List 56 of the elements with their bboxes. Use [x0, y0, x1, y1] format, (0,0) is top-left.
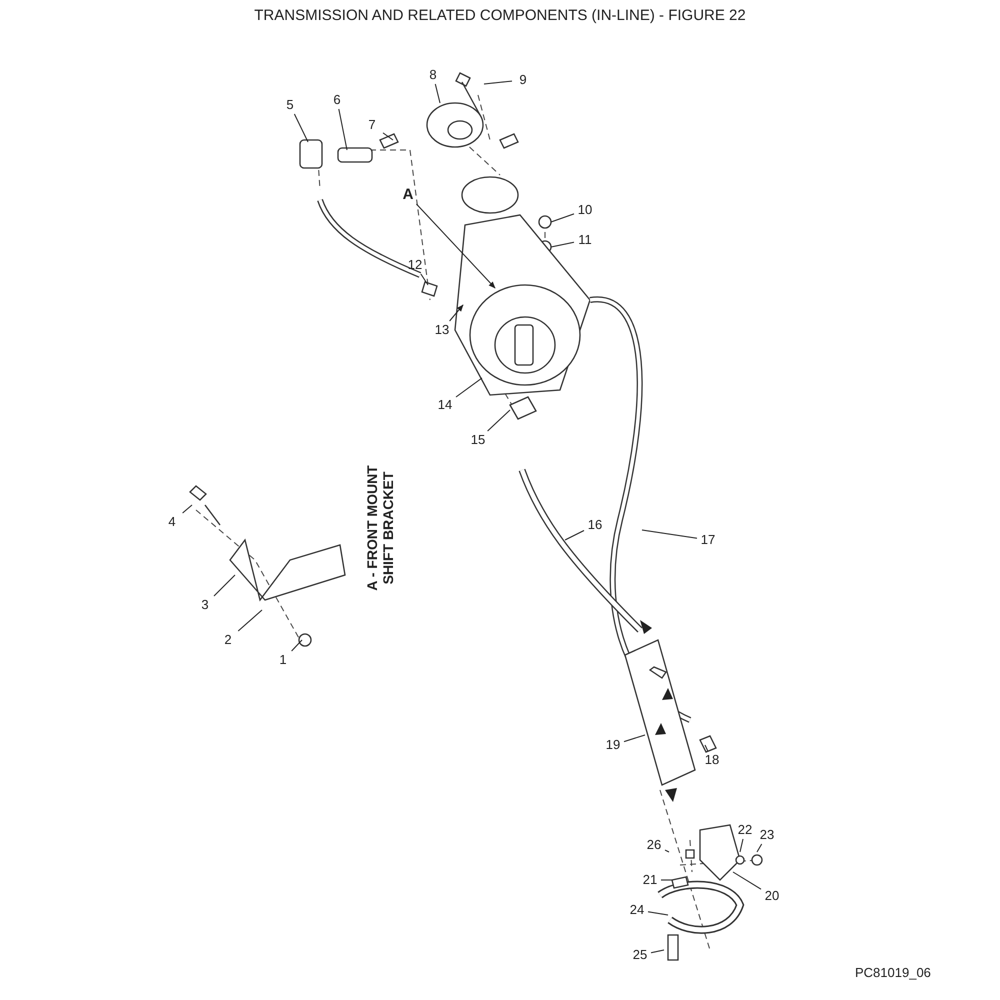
callout-number: 8 [423, 67, 443, 83]
leader-line [214, 574, 236, 596]
callout-number: 17 [698, 532, 718, 548]
leader-line [550, 213, 574, 222]
leader-line [487, 410, 510, 432]
leader-line [648, 911, 668, 916]
leader-line [238, 610, 262, 632]
leader-line [550, 242, 574, 248]
callout-number: 13 [432, 322, 452, 338]
callout-number: 7 [362, 117, 382, 133]
leader-line [456, 378, 482, 398]
leader-arrow [416, 204, 496, 288]
leader-line [420, 274, 428, 286]
callout-number: 20 [762, 888, 782, 904]
callout-number: 25 [630, 947, 650, 963]
figure-code: PC81019_06 [855, 965, 931, 981]
leader-line [704, 744, 708, 752]
leader-line [642, 530, 698, 539]
leader-line [564, 530, 584, 540]
callout-number: 26 [644, 837, 664, 853]
callout-number: 22 [735, 822, 755, 838]
leader-line [382, 132, 394, 140]
callout-number: 14 [435, 397, 455, 413]
callout-number: 21 [640, 872, 660, 888]
callout-number: 23 [757, 827, 777, 843]
leader-line [434, 84, 440, 104]
callout-number: 4 [162, 514, 182, 530]
leader-line [650, 950, 664, 954]
leader-line [182, 504, 192, 514]
callout-number: 24 [627, 902, 647, 918]
callout-number: 15 [468, 432, 488, 448]
callout-number: 2 [218, 632, 238, 648]
leader-line [484, 80, 512, 84]
callout-number: 12 [405, 257, 425, 273]
callout-number: 9 [513, 72, 533, 88]
leader-line [756, 844, 762, 852]
leader-line [624, 734, 646, 742]
leader-line [294, 114, 308, 142]
callout-number: 16 [585, 517, 605, 533]
figure-title: TRANSMISSION AND RELATED COMPONENTS (IN-LINE) - FIGURE 22 [253, 8, 747, 24]
callout-number: 11 [575, 232, 595, 248]
callout-number: A [398, 187, 418, 203]
callout-number: 5 [280, 97, 300, 113]
leader-line [291, 640, 302, 652]
callout-number: 1 [273, 652, 293, 668]
callout-number: 10 [575, 202, 595, 218]
leader-line [740, 838, 744, 852]
leader-arrow [449, 304, 464, 322]
leader-line [338, 108, 348, 150]
leader-line [732, 872, 762, 890]
front-mount-heading: A - FRONT MOUNT SHIFT BRACKET [364, 464, 396, 593]
callout-number: 19 [603, 737, 623, 753]
callout-number: 3 [195, 597, 215, 613]
callout-number: 18 [702, 752, 722, 768]
callout-number: 6 [327, 92, 347, 108]
leader-line [664, 850, 670, 852]
